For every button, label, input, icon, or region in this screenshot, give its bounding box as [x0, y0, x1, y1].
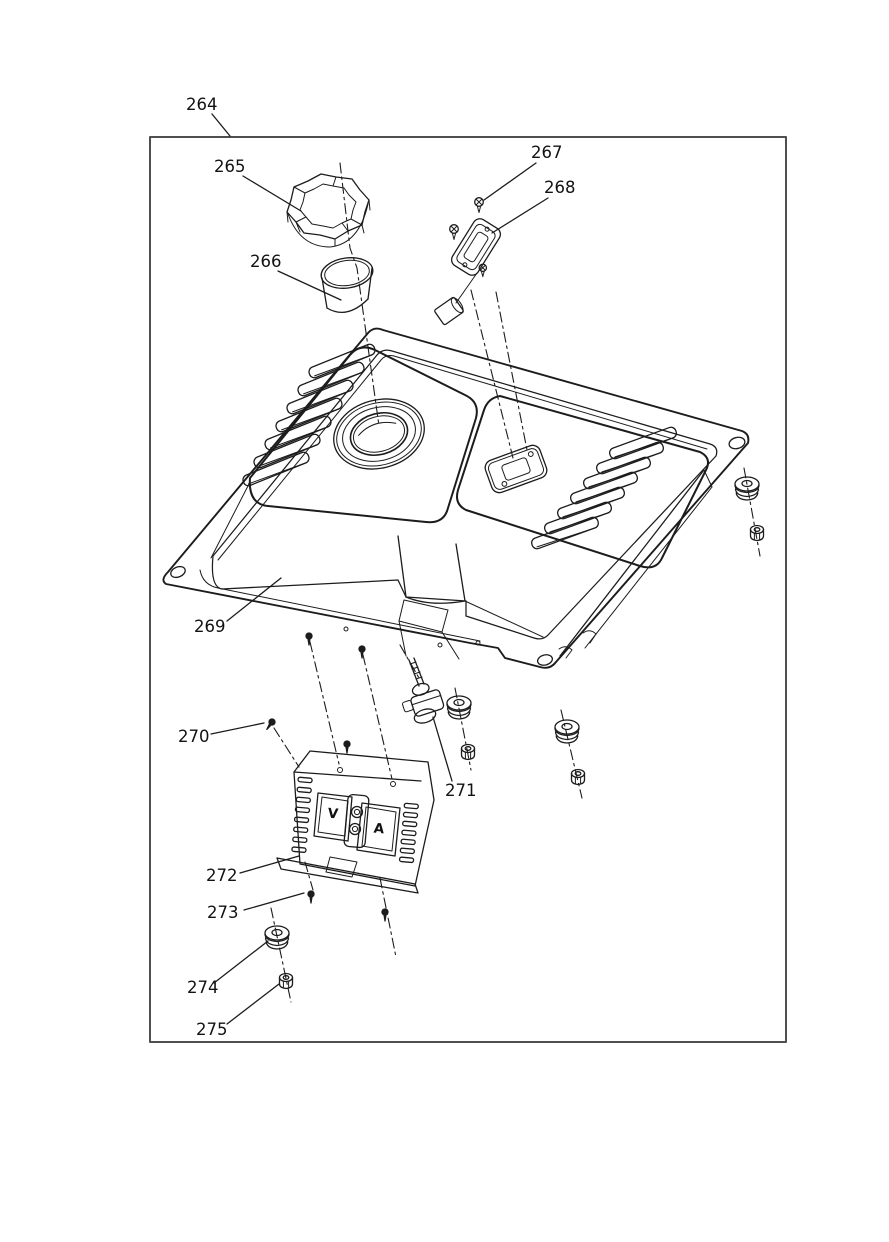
screw-267 [474, 197, 484, 214]
callout-272: 272 [206, 856, 299, 885]
callout-269: 269 [194, 578, 281, 636]
fuel-gauge-sender [449, 216, 503, 278]
callout-267: 267 [484, 143, 563, 200]
filler-neck-collar [319, 255, 375, 313]
right-vent-pod [457, 396, 708, 567]
fuel-filler-opening [326, 389, 432, 478]
callout-273: 273 [207, 893, 304, 922]
rubber-grommet [734, 476, 760, 501]
callouts: 264 265 266 267 268 269 270 271 272 273 … [178, 95, 576, 1039]
control-panel: V A [277, 751, 434, 893]
screw [381, 908, 389, 922]
callout-270: 270 [178, 723, 264, 746]
rubber-grommet [446, 695, 472, 720]
left-vent-pod [240, 342, 476, 522]
screw-273 [307, 890, 315, 904]
screw-267b [449, 224, 459, 241]
front-wall-channel [398, 536, 465, 659]
screw [358, 645, 366, 659]
panel-bottom-lip [277, 857, 418, 893]
flange-hole [169, 565, 187, 580]
fuel-cap [287, 174, 370, 247]
amp-meter-window: A [357, 803, 400, 856]
fuel-valve [401, 658, 444, 726]
flange-nut [570, 768, 586, 786]
svg-text:268: 268 [544, 178, 576, 197]
callout-264: 264 [186, 95, 230, 136]
svg-text:269: 269 [194, 617, 226, 636]
gauge-window [483, 443, 549, 495]
callout-266: 266 [250, 252, 341, 300]
drawing-border [150, 137, 786, 1042]
terminal-pillar [344, 794, 369, 848]
callout-268: 268 [492, 178, 576, 233]
svg-text:270: 270 [178, 727, 210, 746]
amp-label: A [373, 821, 385, 838]
callout-265: 265 [214, 157, 301, 211]
svg-text:275: 275 [196, 1020, 228, 1039]
screw [343, 740, 351, 754]
rubber-grommet [554, 719, 580, 744]
flange-hole [536, 653, 553, 667]
fuel-tank-cover [163, 329, 748, 668]
svg-text:267: 267 [531, 143, 563, 162]
svg-text:266: 266 [250, 252, 282, 271]
under-tank-body [559, 470, 712, 658]
gauge-screw [478, 263, 488, 278]
svg-text:274: 274 [187, 978, 219, 997]
flange-hole [728, 436, 746, 451]
fuel-gauge-float [434, 273, 477, 325]
volt-label: V [327, 806, 339, 823]
svg-text:273: 273 [207, 903, 239, 922]
screw [305, 632, 313, 646]
svg-text:264: 264 [186, 95, 218, 114]
panel-louvers-right [398, 802, 420, 864]
callout-271: 271 [433, 717, 477, 800]
svg-text:271: 271 [445, 781, 477, 800]
svg-text:265: 265 [214, 157, 246, 176]
callout-275: 275 [196, 984, 279, 1039]
callout-274: 274 [187, 941, 268, 997]
svg-text:272: 272 [206, 866, 238, 885]
flange-nut-275 [278, 972, 294, 990]
